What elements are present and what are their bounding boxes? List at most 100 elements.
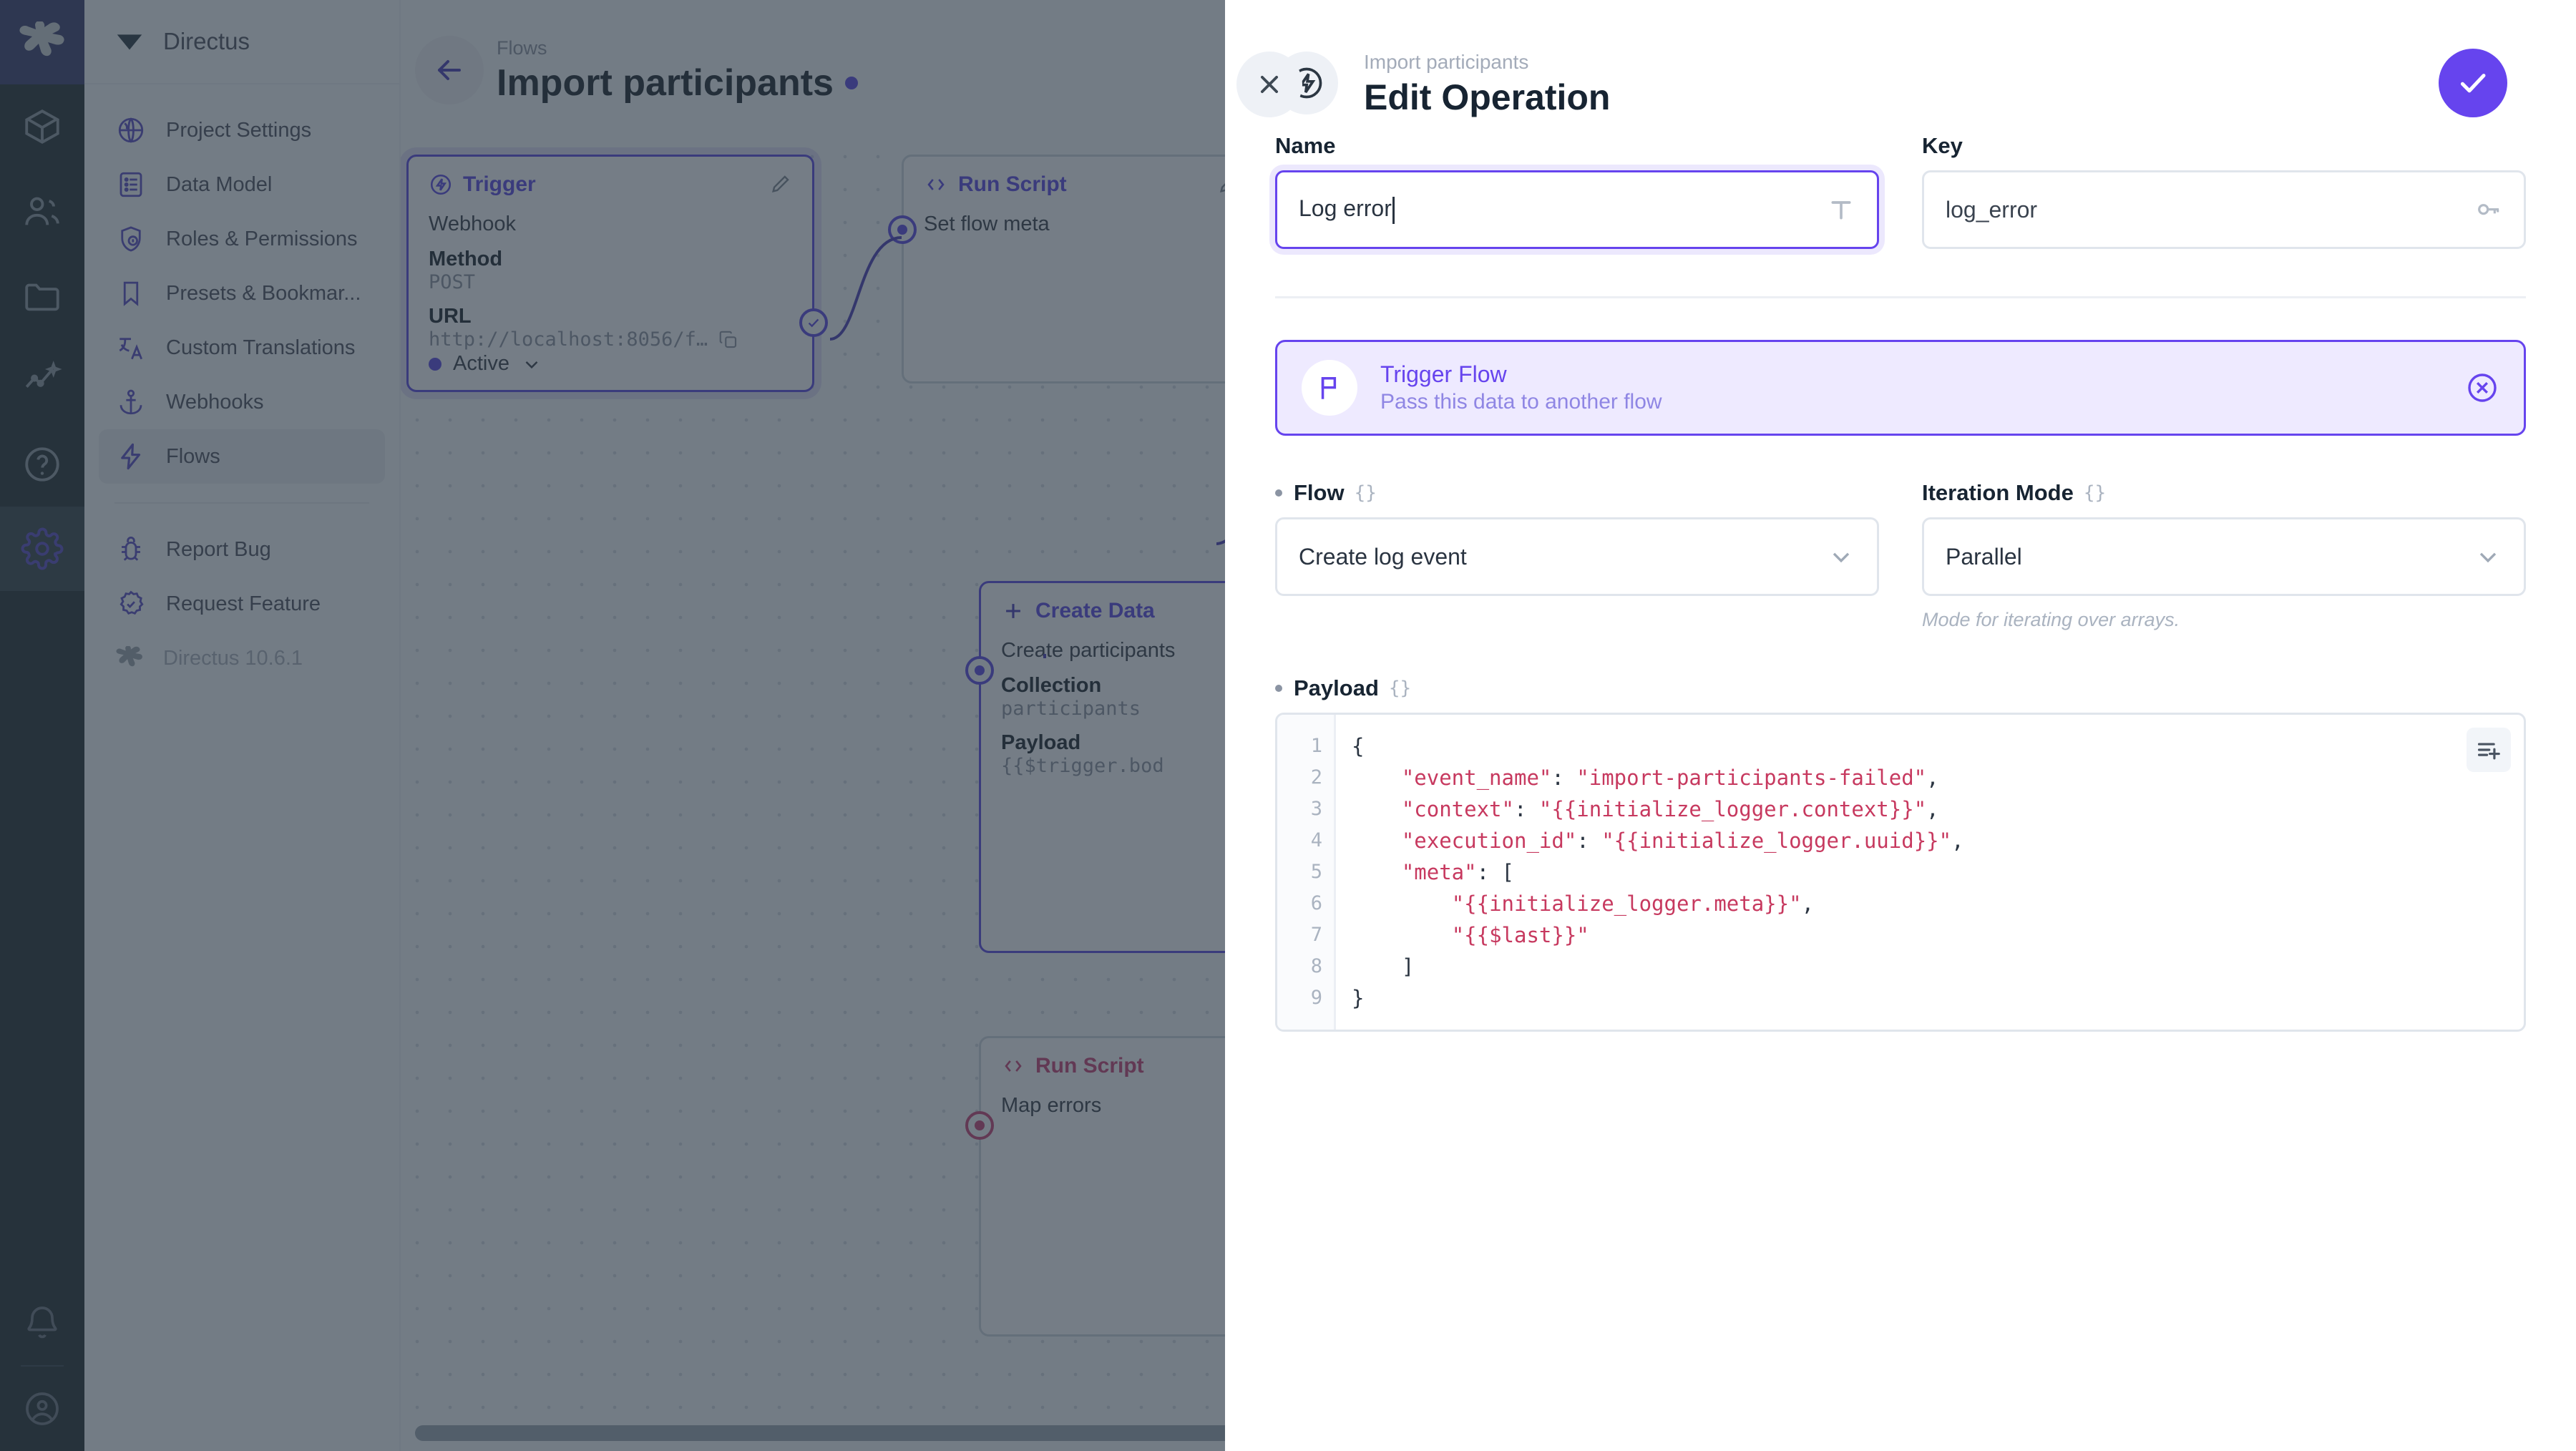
- sidebar-item-label: Request Feature: [166, 592, 321, 615]
- port-dot-icon: [897, 225, 907, 235]
- name-input[interactable]: Log error: [1275, 170, 1879, 249]
- sidebar-item-project-settings[interactable]: Project Settings: [99, 103, 385, 157]
- node-field-value: POST: [429, 271, 476, 293]
- rail-item-notifications[interactable]: [0, 1281, 84, 1365]
- node-type-label: Run Script: [1035, 1054, 1144, 1078]
- node-header: Trigger: [429, 172, 792, 197]
- close-drawer-button[interactable]: [1236, 52, 1302, 117]
- name-input-value: Log error: [1299, 195, 1815, 224]
- node-actions: [768, 172, 792, 197]
- name-field-group: Name Log error: [1275, 133, 1879, 249]
- sidebar-item-label: Data Model: [166, 172, 273, 196]
- key-input[interactable]: log_error: [1922, 170, 2526, 249]
- rail-item-content[interactable]: [0, 84, 84, 169]
- back-button[interactable]: [415, 36, 484, 104]
- nav-list: Project Settings Data Model: [84, 84, 399, 631]
- rail-item-files[interactable]: [0, 253, 84, 338]
- flow-label-text: Flow: [1294, 480, 1345, 505]
- canvas-horizontal-scrollbar[interactable]: [415, 1425, 1274, 1441]
- section-divider: [1275, 296, 2526, 298]
- people-icon: [25, 197, 59, 225]
- node-output-port-success[interactable]: [799, 308, 828, 337]
- iteration-label-text: Iteration Mode: [1922, 480, 2074, 505]
- flow-iteration-row: Flow {} Create log event Iteration Mode …: [1275, 480, 2526, 631]
- node-subtitle: Webhook: [429, 212, 516, 235]
- pencil-icon[interactable]: [768, 172, 792, 197]
- node-status-label: Active: [453, 352, 509, 375]
- line-number: 1: [1310, 735, 1322, 757]
- directus-logo-button[interactable]: [0, 0, 84, 84]
- node-input-port[interactable]: [965, 1111, 994, 1140]
- operation-type-card[interactable]: Trigger Flow Pass this data to another f…: [1275, 340, 2526, 436]
- iteration-select-value: Parallel: [1946, 543, 2022, 570]
- line-number: 8: [1310, 955, 1322, 977]
- sidebar-item-label: Presets & Bookmar...: [166, 281, 361, 305]
- node-type: Trigger: [429, 172, 536, 197]
- rail-item-help[interactable]: [0, 422, 84, 507]
- text-caret: [1392, 196, 1395, 224]
- gear-icon: [21, 527, 64, 570]
- account-circle-icon: [26, 1392, 59, 1425]
- flow-select[interactable]: Create log event: [1275, 517, 1879, 596]
- sidebar-item-custom-translations[interactable]: Custom Translations: [99, 321, 385, 375]
- node-input-port[interactable]: [965, 656, 994, 685]
- edit-operation-drawer: Import participants Edit Operation Name …: [1225, 0, 2576, 1451]
- key-icon: [2474, 195, 2502, 224]
- check-icon: [2460, 74, 2486, 93]
- port-dot-icon: [975, 1120, 985, 1130]
- insights-icon: [25, 361, 62, 388]
- close-icon: [1260, 75, 1279, 94]
- node-field-key: Method: [429, 248, 503, 270]
- operation-type-subtitle: Pass this data to another flow: [1380, 390, 1662, 414]
- rail-item-account[interactable]: [0, 1367, 84, 1451]
- iteration-select[interactable]: Parallel: [1922, 517, 2526, 596]
- copy-icon[interactable]: [718, 329, 739, 351]
- sidebar-item-request-feature[interactable]: Request Feature: [99, 577, 385, 631]
- line-number: 5: [1310, 861, 1322, 883]
- flag-icon-wrapper: [1302, 360, 1357, 416]
- scrollbar-thumb[interactable]: [415, 1425, 1259, 1441]
- name-label: Name: [1275, 133, 1336, 158]
- sidebar-item-label: Report Bug: [166, 537, 271, 561]
- sidebar-item-flows[interactable]: Flows: [99, 429, 385, 484]
- chevron-down-icon: [1833, 552, 1850, 563]
- sidebar-item-webhooks[interactable]: Webhooks: [99, 375, 385, 429]
- payload-label: Payload {}: [1275, 675, 2526, 701]
- code-brackets-icon: [1005, 1060, 1022, 1072]
- plus-icon: [1006, 604, 1020, 618]
- breadcrumb[interactable]: Flows: [497, 36, 547, 59]
- bug-icon: [114, 533, 147, 566]
- node-field-value-url: http://localhost:8056/f…: [429, 328, 792, 351]
- node-status[interactable]: Active: [429, 352, 542, 376]
- flow-node-trigger[interactable]: Trigger Webhook Method POST URL http://l…: [406, 155, 828, 392]
- flag-icon: [1321, 376, 1337, 399]
- rail-item-users[interactable]: [0, 169, 84, 253]
- key-field-group: Key log_error: [1922, 133, 2526, 249]
- operation-type-title: Trigger Flow: [1380, 361, 1507, 388]
- status-dot: [844, 76, 858, 89]
- node-type-label: Create Data: [1035, 599, 1155, 622]
- node-url-text: http://localhost:8056/f…: [429, 328, 708, 351]
- rail-item-insights[interactable]: [0, 338, 84, 422]
- node-input-port[interactable]: [888, 215, 917, 244]
- close-circle-icon[interactable]: [2465, 371, 2499, 405]
- flow-canvas[interactable]: Flows Import participants Trigger: [401, 0, 1351, 1451]
- sidebar-item-data-model[interactable]: Data Model: [99, 157, 385, 212]
- bolt-icon: [114, 440, 147, 473]
- sidebar-item-label: Flows: [166, 444, 220, 468]
- node-type: Create Data: [1001, 599, 1155, 623]
- sidebar-item-report-bug[interactable]: Report Bug: [99, 522, 385, 577]
- code-body[interactable]: { "event_name": "import-participants-fai…: [1352, 734, 1964, 1010]
- sidebar-item-presets-bookmarks[interactable]: Presets & Bookmar...: [99, 266, 385, 321]
- chevron-down-icon: [525, 361, 538, 368]
- flow-field-group: Flow {} Create log event: [1275, 480, 1879, 631]
- playlist-add-icon[interactable]: [2467, 728, 2511, 772]
- box-icon: [25, 109, 59, 144]
- save-button[interactable]: [2439, 49, 2507, 117]
- sidebar-item-roles-permissions[interactable]: Roles & Permissions: [99, 212, 385, 266]
- name-key-row: Name Log error Key log_error: [1275, 133, 2526, 249]
- rail-item-settings[interactable]: [0, 507, 84, 591]
